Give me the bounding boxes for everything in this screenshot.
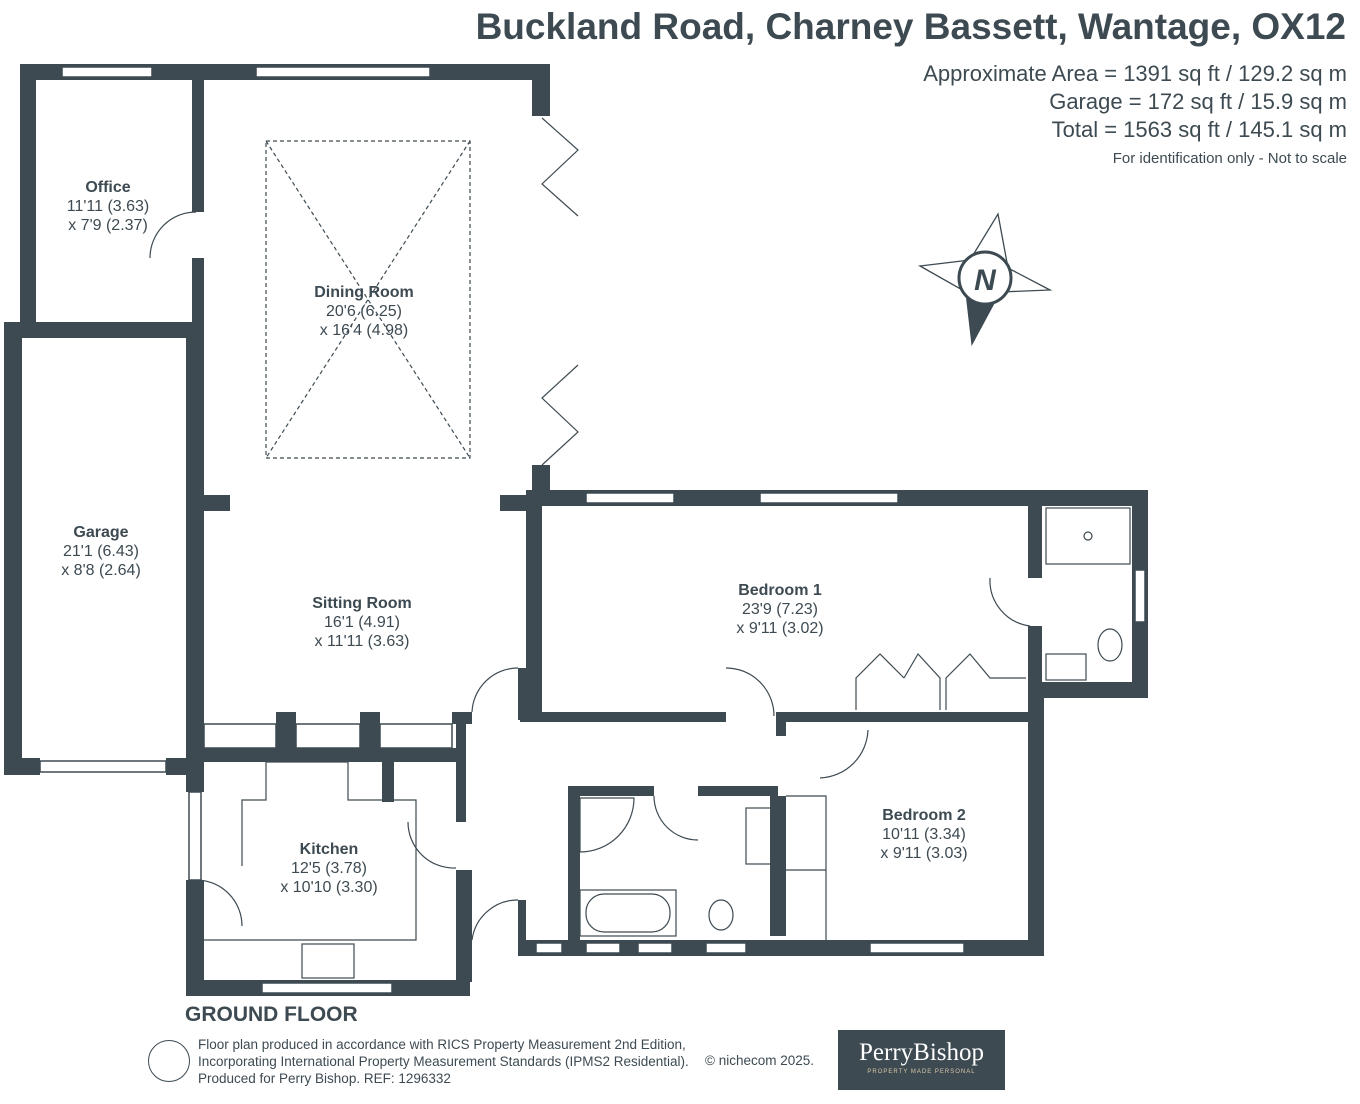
property-title: Buckland Road, Charney Bassett, Wantage,… bbox=[475, 6, 1346, 47]
copyright: © nichecom 2025. bbox=[705, 1053, 815, 1068]
compass-north-label: N bbox=[974, 264, 997, 297]
compass-pointer-icon bbox=[966, 292, 1000, 344]
scale-note: For identification only - Not to scale bbox=[1112, 150, 1347, 167]
floor-label: GROUND FLOOR bbox=[185, 1003, 358, 1026]
area-summary: Approximate Area = 1391 sq ft / 129.2 sq… bbox=[923, 60, 1347, 174]
total-area: Total = 1563 sq ft / 145.1 sq m bbox=[1051, 117, 1347, 142]
fixtures bbox=[149, 117, 1131, 979]
perry-bishop-logo: PerryBishop PROPERTY MADE PERSONAL bbox=[838, 1030, 1005, 1090]
footer-text: Floor plan produced in accordance with R… bbox=[198, 1037, 689, 1086]
approximate-area: Approximate Area = 1391 sq ft / 129.2 sq… bbox=[923, 61, 1347, 86]
garage-area: Garage = 172 sq ft / 15.9 sq m bbox=[1049, 89, 1347, 114]
person-info-icon bbox=[148, 1040, 190, 1082]
compass: N bbox=[917, 212, 1053, 347]
windows bbox=[39, 66, 1146, 994]
walls bbox=[4, 64, 1148, 996]
